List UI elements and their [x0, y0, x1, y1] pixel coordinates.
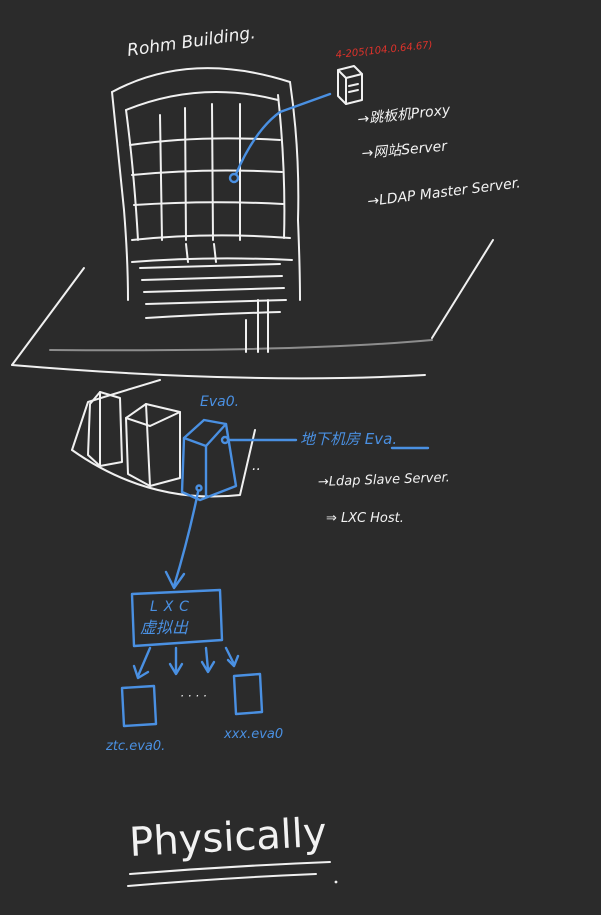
eva-link: 地下机房 Eva. [228, 430, 428, 448]
lxc-arrows [134, 648, 238, 678]
building-title-group: Rohm Building. [126, 23, 257, 61]
building-title: Rohm Building. [126, 23, 257, 61]
footer-title: Physically [128, 810, 328, 866]
vm-right-label: xxx.eva0 [223, 727, 283, 742]
building-drawing [112, 68, 300, 352]
eva-ellipsis: .. [252, 458, 261, 474]
basement-role-2: ⇒ LXC Host. [326, 511, 404, 526]
eva-box: Eva0. .. [182, 394, 261, 500]
ground-plane [12, 240, 493, 378]
eva-room-label: 地下机房 Eva. [300, 430, 397, 448]
lxc-box: LXC 虚拟出 [132, 590, 222, 646]
server-icon [338, 66, 362, 104]
lxc-line1: LXC [150, 599, 195, 615]
basement-role-1: →Ldap Slave Server. [318, 470, 450, 490]
top-role-2: →网站Server [361, 138, 449, 162]
top-role-3: →LDAP Master Server. [367, 175, 522, 210]
footer: Physically [128, 810, 337, 886]
vm-dots: · · · · [180, 689, 207, 703]
basement-roles: →Ldap Slave Server. ⇒ LXC Host. [318, 470, 450, 526]
eva-to-lxc-arrow [166, 492, 198, 588]
eva-label: Eva0. [200, 394, 239, 410]
lxc-line2: 虚拟出 [140, 618, 189, 637]
top-role-1: →跳板机Proxy [357, 102, 452, 128]
top-server-roles: →跳板机Proxy →网站Server →LDAP Master Server. [357, 102, 522, 210]
top-server: 4-205(104.0.64.67) [335, 40, 433, 104]
vm-right: xxx.eva0 [223, 674, 283, 742]
basement-servers-white [88, 392, 180, 486]
vm-left-label: ztc.eva0. [105, 739, 165, 754]
server-ip-label: 4-205(104.0.64.67) [335, 40, 433, 61]
vm-left: ztc.eva0. [105, 686, 165, 754]
